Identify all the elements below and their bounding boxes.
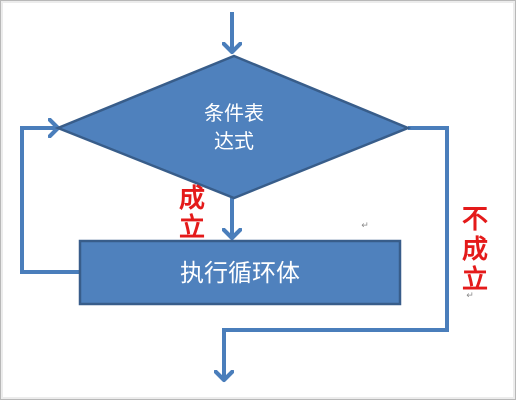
- condition-diamond: [54, 54, 412, 200]
- false-branch-label-char1: 不: [462, 205, 488, 235]
- false-branch-label-char2: 成: [462, 235, 488, 265]
- stray-return-mark: ↵: [466, 291, 474, 301]
- false-branch-label-char3: 立: [462, 264, 488, 295]
- false-branch-connector: [224, 126, 449, 380]
- loop-body-text: 执行循环体: [180, 259, 300, 287]
- true-branch-label-char2: 立: [179, 212, 205, 243]
- condition-text-line2: 达式: [214, 129, 254, 153]
- loop-back-connector: [20, 128, 80, 274]
- loop-body-box: [78, 239, 402, 306]
- condition-text-line1: 条件表: [204, 101, 264, 125]
- stray-return-mark: ↵: [361, 221, 369, 231]
- true-branch-label-char1: 成: [179, 184, 205, 214]
